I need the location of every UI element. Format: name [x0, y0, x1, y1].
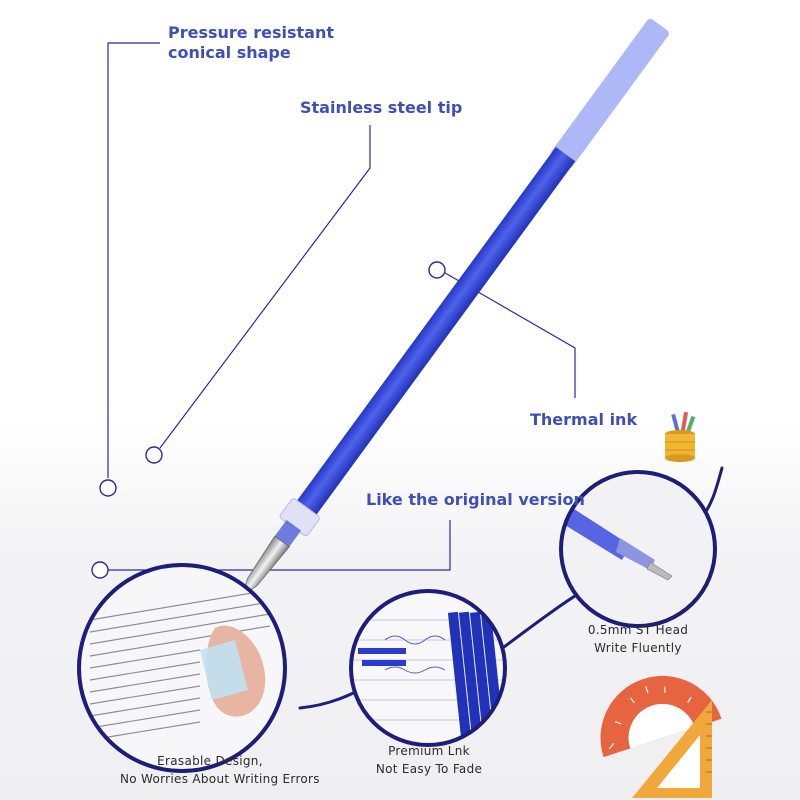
- marker-conical: [99, 479, 117, 497]
- refill-body-clear: [550, 18, 669, 169]
- marker-original: [91, 561, 109, 579]
- caption-premium-line-1: Premium Lnk: [388, 744, 470, 758]
- set-square-icon: [632, 700, 712, 798]
- callout-markers: [91, 261, 446, 579]
- protractor-icon: [600, 675, 722, 758]
- callout-stainless-tip: Stainless steel tip: [300, 98, 463, 117]
- caption-erasable-line-2: No Worries About Writing Errors: [120, 772, 320, 786]
- feature-circle-st-head: [559, 470, 717, 628]
- callout-conical-line-1: Pressure resistant: [168, 23, 334, 42]
- refill-body-ink: [294, 147, 576, 518]
- caption-st-head: 0.5mm ST Head Write Fluently: [568, 621, 708, 657]
- marker-thermal: [428, 261, 446, 279]
- feature-circle-premium-ink: [349, 589, 507, 747]
- leader-conical: [107, 42, 160, 478]
- refill-pen: [242, 18, 669, 595]
- caption-st-head-line-1: 0.5mm ST Head: [587, 623, 689, 637]
- caption-erasable-line-1: Erasable Design,: [157, 754, 263, 768]
- leader-tip: [159, 125, 371, 449]
- callout-conical-line-2: conical shape: [168, 43, 291, 62]
- caption-erasable: Erasable Design, No Worries About Writin…: [120, 752, 320, 788]
- feature-circle-erasable: [77, 563, 287, 773]
- callout-original-version: Like the original version: [366, 490, 585, 509]
- caption-premium-line-2: Not Easy To Fade: [375, 762, 483, 776]
- pencil-cup-icon: [665, 411, 696, 462]
- marker-tip: [145, 446, 163, 464]
- leader-thermal: [439, 269, 576, 398]
- callout-thermal-ink: Thermal ink: [530, 410, 638, 429]
- caption-premium-ink: Premium Lnk Not Easy To Fade: [344, 742, 514, 778]
- callout-conical-shape: Pressure resistant conical shape: [168, 23, 334, 63]
- caption-st-head-line-2: Write Fluently: [594, 641, 682, 655]
